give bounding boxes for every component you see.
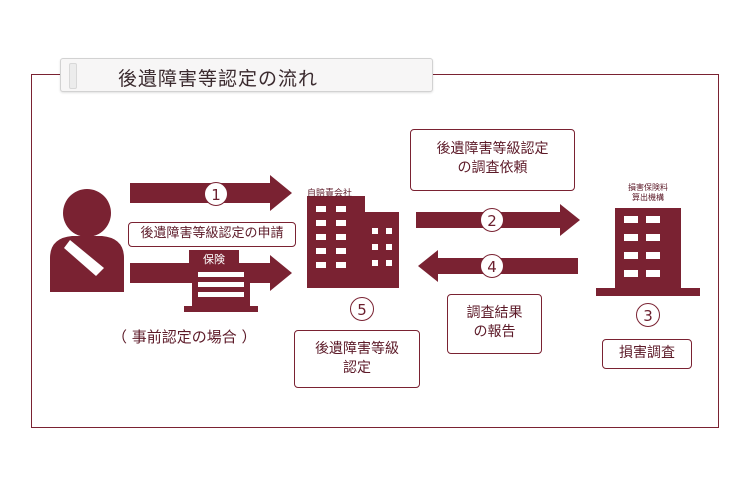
step4-label-line2: の報告 xyxy=(473,324,516,340)
insurance-building-icon xyxy=(184,265,258,312)
agency-sign-line1: 損害保険料 xyxy=(628,183,668,192)
insurer-label-line1: 後遺障害等級 xyxy=(315,341,399,357)
step2-label: 後遺障害等級認定 の調査依頼 xyxy=(410,129,575,191)
agency-sign: 損害保険料 算出機構 xyxy=(622,183,674,203)
insurer-label-line2: 認定 xyxy=(343,360,371,376)
step-number-1: 1 xyxy=(204,182,228,206)
step-number-2: 2 xyxy=(480,208,504,232)
step-number-3: 3 xyxy=(636,303,660,327)
insurer-building-icon xyxy=(307,196,399,288)
step2-label-line2: の調査依頼 xyxy=(457,160,528,176)
step4-label: 調査結果 の報告 xyxy=(447,294,542,354)
injured-person-icon xyxy=(50,189,124,292)
prior-case-label: （ 事前認定の場合 ） xyxy=(112,328,257,346)
insurer-label: 後遺障害等級 認定 xyxy=(294,330,420,388)
arm-sling xyxy=(64,240,104,276)
title-tab-nub xyxy=(69,63,77,89)
step4-label-line1: 調査結果 xyxy=(466,305,523,321)
step2-label-line1: 後遺障害等級認定 xyxy=(436,141,549,157)
insurance-badge-bg xyxy=(189,250,239,268)
step1-label: 後遺障害等級認定の申請 xyxy=(128,222,296,247)
step-number-4: 4 xyxy=(480,254,504,278)
agency-building-icon xyxy=(596,208,700,296)
step-number-5: 5 xyxy=(350,297,374,321)
insurer-sign: 自賠責会社 xyxy=(307,189,353,199)
agency-label: 損害調査 xyxy=(602,339,692,369)
title-tab xyxy=(60,58,433,92)
agency-sign-line2: 算出機構 xyxy=(632,193,664,202)
page-title: 後遺障害等認定の流れ xyxy=(118,68,319,90)
insurance-badge-label: 保険 xyxy=(203,253,225,266)
person-head xyxy=(63,189,111,237)
